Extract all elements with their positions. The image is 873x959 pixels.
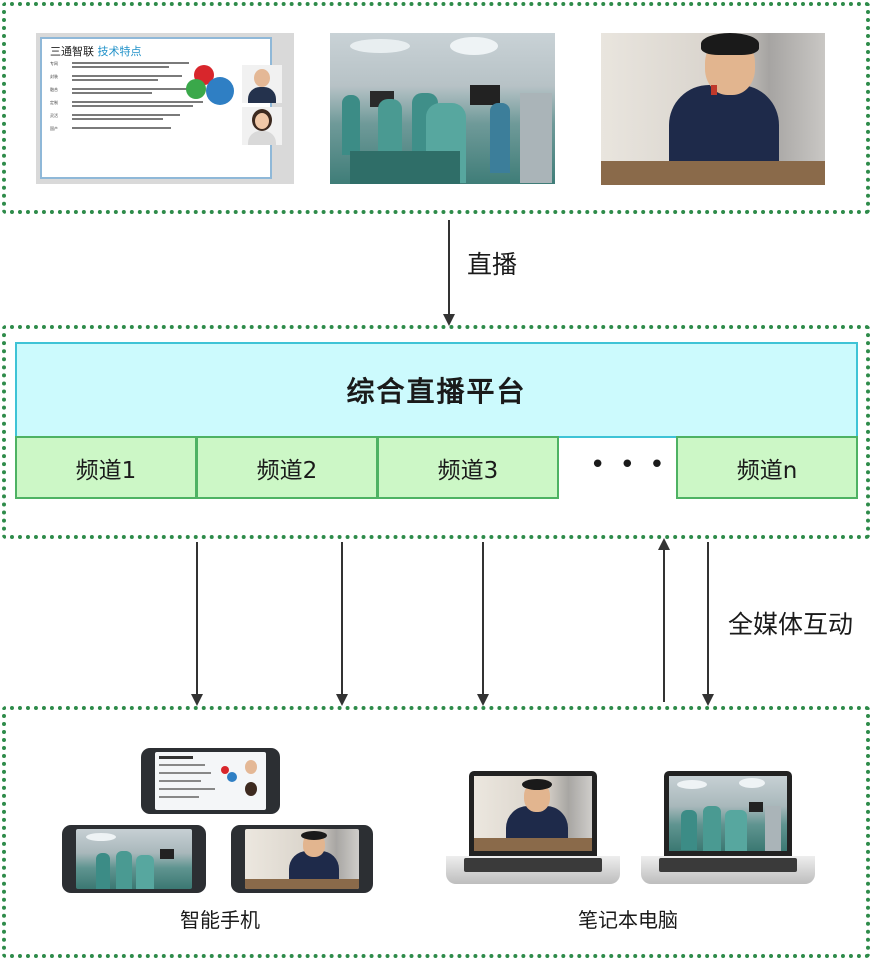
operating-room-photo <box>330 33 555 184</box>
slide-row: 融合 <box>50 87 210 96</box>
smartphone-label: 智能手机 <box>180 908 260 932</box>
channel-1: 频道1 <box>15 436 197 499</box>
slide-row: 封装 <box>50 74 210 83</box>
laptop-speaker-keyboard <box>446 856 620 884</box>
live-label: 直播 <box>467 250 518 279</box>
slide-row: 专网 <box>50 61 210 70</box>
platform-group <box>2 325 870 539</box>
channel-3: 频道3 <box>377 436 559 499</box>
man-avatar <box>242 65 282 103</box>
phone-operating-room <box>62 825 206 893</box>
slide-title-black: 三通智联 <box>50 45 94 58</box>
blue-gear-icon <box>206 77 234 105</box>
woman-avatar <box>242 107 282 145</box>
phone-slide <box>141 748 280 814</box>
channel-n: 频道n <box>676 436 858 499</box>
source-media-group <box>2 2 870 214</box>
laptop-label: 笔记本电脑 <box>578 908 678 932</box>
slide-row: 国产 <box>50 126 210 132</box>
slide-title-blue: 技术特点 <box>97 45 142 58</box>
slide-thumbnail: 三通智联 技术特点 专网 封装 融合 定制 灵活 国产 <box>36 33 294 184</box>
platform-title: 综合直播平台 <box>346 375 527 408</box>
phone-speaker <box>231 825 373 893</box>
slide-row: 定制 <box>50 100 210 109</box>
slide-row: 灵活 <box>50 113 210 122</box>
channel-ellipsis: • • • <box>590 450 668 480</box>
green-gear-icon <box>186 79 206 99</box>
speaker-photo <box>601 33 825 185</box>
interaction-label: 全媒体互动 <box>728 610 854 639</box>
laptop-speaker-screen <box>469 771 597 856</box>
laptop-operating-room-screen <box>664 771 792 856</box>
client-devices-group <box>2 706 870 958</box>
laptop-operating-room-keyboard <box>641 856 815 884</box>
